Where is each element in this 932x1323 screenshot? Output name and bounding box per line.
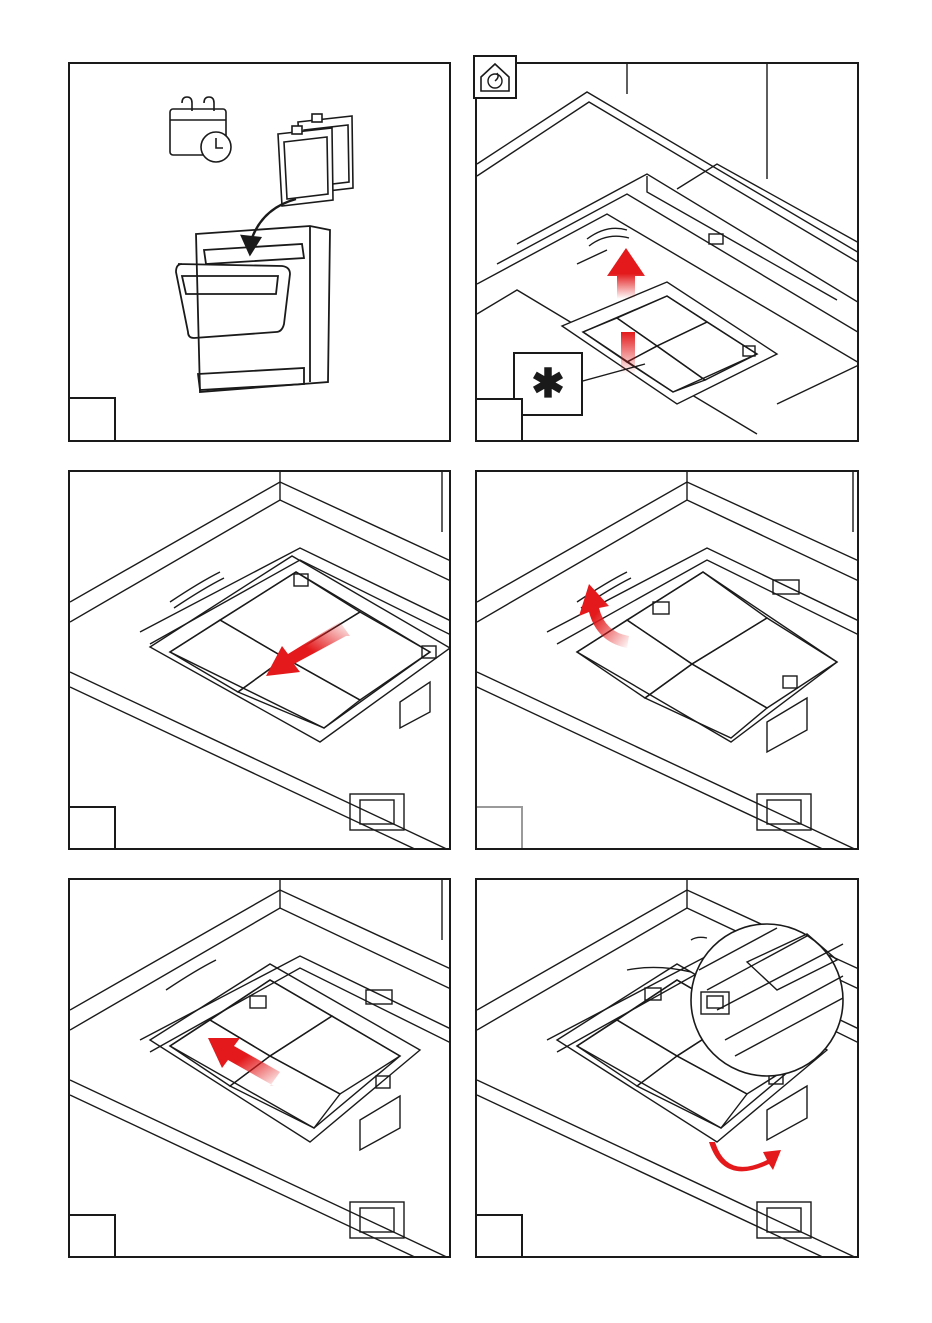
- filter-lift-illustration: [477, 472, 859, 850]
- filter-slide-out-illustration: [70, 472, 451, 850]
- step-number-box: [475, 1214, 523, 1258]
- magnifier-circle-icon: [691, 924, 843, 1076]
- step-3-panel: [68, 470, 451, 850]
- red-arrow-rotate-icon: [709, 1142, 781, 1171]
- calendar-clock-icon: [170, 97, 231, 162]
- filter-icon: [278, 114, 353, 206]
- step-4-panel: [475, 470, 859, 850]
- optional-star-callout: ✱: [513, 352, 583, 416]
- step-number-box: [68, 1214, 116, 1258]
- red-arrow-up-icon: [607, 248, 645, 299]
- step-5-panel: [68, 878, 451, 1258]
- filter-lock-illustration: [477, 880, 859, 1258]
- step-number-box: [475, 398, 523, 442]
- step-number-box: [68, 806, 116, 850]
- house-fan-icon: [473, 55, 517, 99]
- step-1-panel: [68, 62, 451, 442]
- filter-insert-illustration: [70, 880, 451, 1258]
- step-2-panel: ✱: [475, 62, 859, 442]
- step-6-panel: [475, 878, 859, 1258]
- step-number-box: [475, 806, 523, 850]
- red-arrow-slide-icon: [266, 622, 350, 676]
- step-number-box: [68, 397, 116, 442]
- dishwasher-illustration: [70, 64, 451, 442]
